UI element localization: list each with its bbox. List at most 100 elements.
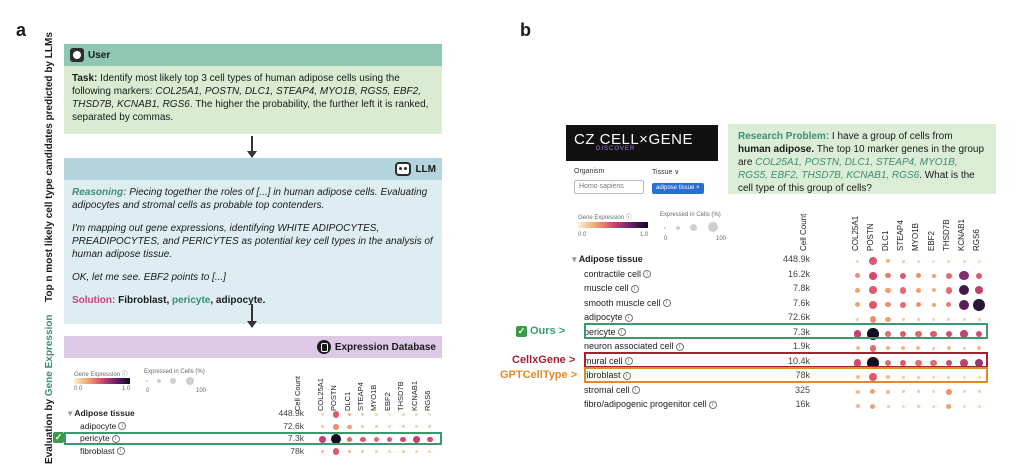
expression-dot bbox=[916, 404, 920, 408]
info-icon[interactable]: i bbox=[624, 313, 633, 322]
gene-header-rgs6: RGS6 bbox=[422, 390, 432, 411]
info-icon[interactable]: i bbox=[708, 400, 717, 409]
expression-dot bbox=[901, 375, 905, 379]
llm-response-text: Reasoning: Piecing together the roles of… bbox=[64, 180, 442, 324]
organism-select[interactable]: Homo sapiens bbox=[574, 180, 644, 194]
legend-b-pct-max: 100 bbox=[716, 236, 727, 242]
legend-a-size-dot bbox=[170, 378, 176, 384]
expression-dot bbox=[915, 302, 921, 308]
info-icon[interactable]: i bbox=[624, 357, 633, 366]
tag-cellxgene: CellxGene > bbox=[512, 354, 576, 366]
expression-dot bbox=[885, 302, 891, 308]
row-count: 16k bbox=[795, 399, 810, 409]
legend-a-pct-max: 100 bbox=[196, 388, 207, 394]
side-label-top: Top n most likely cell type candidates p… bbox=[44, 32, 55, 302]
expression-dot bbox=[884, 359, 892, 366]
gene-header-col25a1: COL25A1 bbox=[315, 378, 325, 411]
gene-header-ebf2: EBF2 bbox=[382, 392, 392, 411]
expression-dot bbox=[374, 450, 378, 454]
expression-dot bbox=[374, 425, 378, 429]
expression-dot bbox=[415, 450, 418, 454]
expression-dot bbox=[975, 272, 983, 279]
tissue-chip[interactable]: adipose tissue × bbox=[652, 183, 704, 194]
expression-dot bbox=[932, 404, 936, 408]
expression-dot bbox=[868, 271, 877, 280]
arrow-llm-to-db bbox=[247, 304, 257, 328]
expression-dot bbox=[415, 412, 418, 416]
expression-dot bbox=[415, 425, 418, 429]
collapse-caret-icon[interactable]: ▾ bbox=[572, 254, 579, 264]
highlight-b-gptcelltype bbox=[584, 367, 988, 383]
group-row-label: ▾ Adipose tissue bbox=[68, 408, 135, 418]
info-icon[interactable]: i bbox=[116, 447, 125, 456]
expression-dot bbox=[947, 259, 951, 263]
expression-dot bbox=[962, 317, 966, 321]
row-count: 448.9k bbox=[278, 408, 304, 418]
expression-dot bbox=[870, 389, 876, 395]
expression-dot bbox=[932, 346, 936, 350]
collapse-caret-icon[interactable]: ▾ bbox=[68, 408, 75, 418]
expression-dot bbox=[855, 389, 860, 394]
expression-dot bbox=[958, 285, 970, 296]
expression-dot bbox=[977, 404, 981, 408]
info-icon[interactable]: i bbox=[662, 299, 671, 308]
expression-dot bbox=[868, 373, 877, 382]
expression-dot bbox=[960, 358, 968, 367]
info-icon[interactable]: i bbox=[631, 386, 640, 395]
expression-dot bbox=[899, 272, 907, 279]
arrow-user-to-llm bbox=[247, 136, 257, 158]
db-box-title: Expression Database bbox=[334, 341, 436, 353]
expression-dot bbox=[866, 356, 879, 369]
legend-a-gradient bbox=[74, 378, 130, 384]
gene-header-dlc1: DLC1 bbox=[881, 230, 890, 251]
expression-dot bbox=[853, 329, 862, 338]
expression-dot bbox=[946, 346, 951, 351]
expression-dot bbox=[855, 302, 861, 308]
expression-dot bbox=[962, 259, 966, 263]
user-avatar-icon bbox=[70, 48, 84, 62]
expression-dot bbox=[975, 286, 984, 295]
info-icon[interactable]: i bbox=[617, 328, 626, 337]
user-task-text: Task: Identify most likely top 3 cell ty… bbox=[64, 66, 442, 134]
llm-box-header: LLM bbox=[64, 158, 442, 180]
highlight-b-ours bbox=[584, 323, 988, 339]
expression-dot bbox=[885, 287, 891, 293]
legend-b-grad-min: 0.0 bbox=[578, 232, 587, 238]
expression-dot bbox=[901, 404, 905, 408]
legend-b-gene-expression: Gene Expression ⓘ bbox=[578, 215, 632, 221]
expression-dot bbox=[916, 317, 920, 321]
db-box: Expression Database bbox=[64, 336, 442, 464]
gene-header-kcnab1: KCNAB1 bbox=[957, 218, 966, 251]
info-icon[interactable]: i bbox=[630, 284, 639, 293]
info-icon[interactable]: i bbox=[111, 434, 120, 443]
gene-header-postn: POSTN bbox=[865, 223, 875, 251]
info-icon[interactable]: i bbox=[675, 342, 684, 351]
robot-icon bbox=[395, 162, 412, 176]
expression-dot bbox=[916, 375, 920, 379]
expression-dot bbox=[945, 330, 953, 337]
gene-header-postn: POSTN bbox=[329, 385, 339, 411]
info-icon[interactable]: i bbox=[118, 422, 127, 431]
expression-dot bbox=[855, 273, 861, 279]
expression-dot bbox=[855, 404, 860, 409]
expression-dot bbox=[960, 329, 968, 338]
info-icon[interactable]: i bbox=[622, 371, 631, 380]
expression-dot bbox=[977, 390, 981, 394]
info-icon[interactable]: i bbox=[643, 270, 652, 279]
gene-header-myo1b: MYO1B bbox=[911, 222, 921, 251]
row-count: 1.9k bbox=[792, 341, 810, 351]
legend-b-size-dot bbox=[664, 227, 666, 229]
tissue-label[interactable]: Tissue ∨ bbox=[652, 169, 680, 176]
expression-dot bbox=[868, 300, 877, 309]
expression-dot bbox=[347, 412, 352, 416]
expression-dot bbox=[947, 317, 951, 321]
legend-a-grad-max: 1.0 bbox=[122, 386, 131, 392]
gene-header-kcnab1: KCNAB1 bbox=[409, 380, 419, 411]
expression-dot bbox=[932, 375, 936, 379]
expression-dot bbox=[962, 375, 966, 379]
